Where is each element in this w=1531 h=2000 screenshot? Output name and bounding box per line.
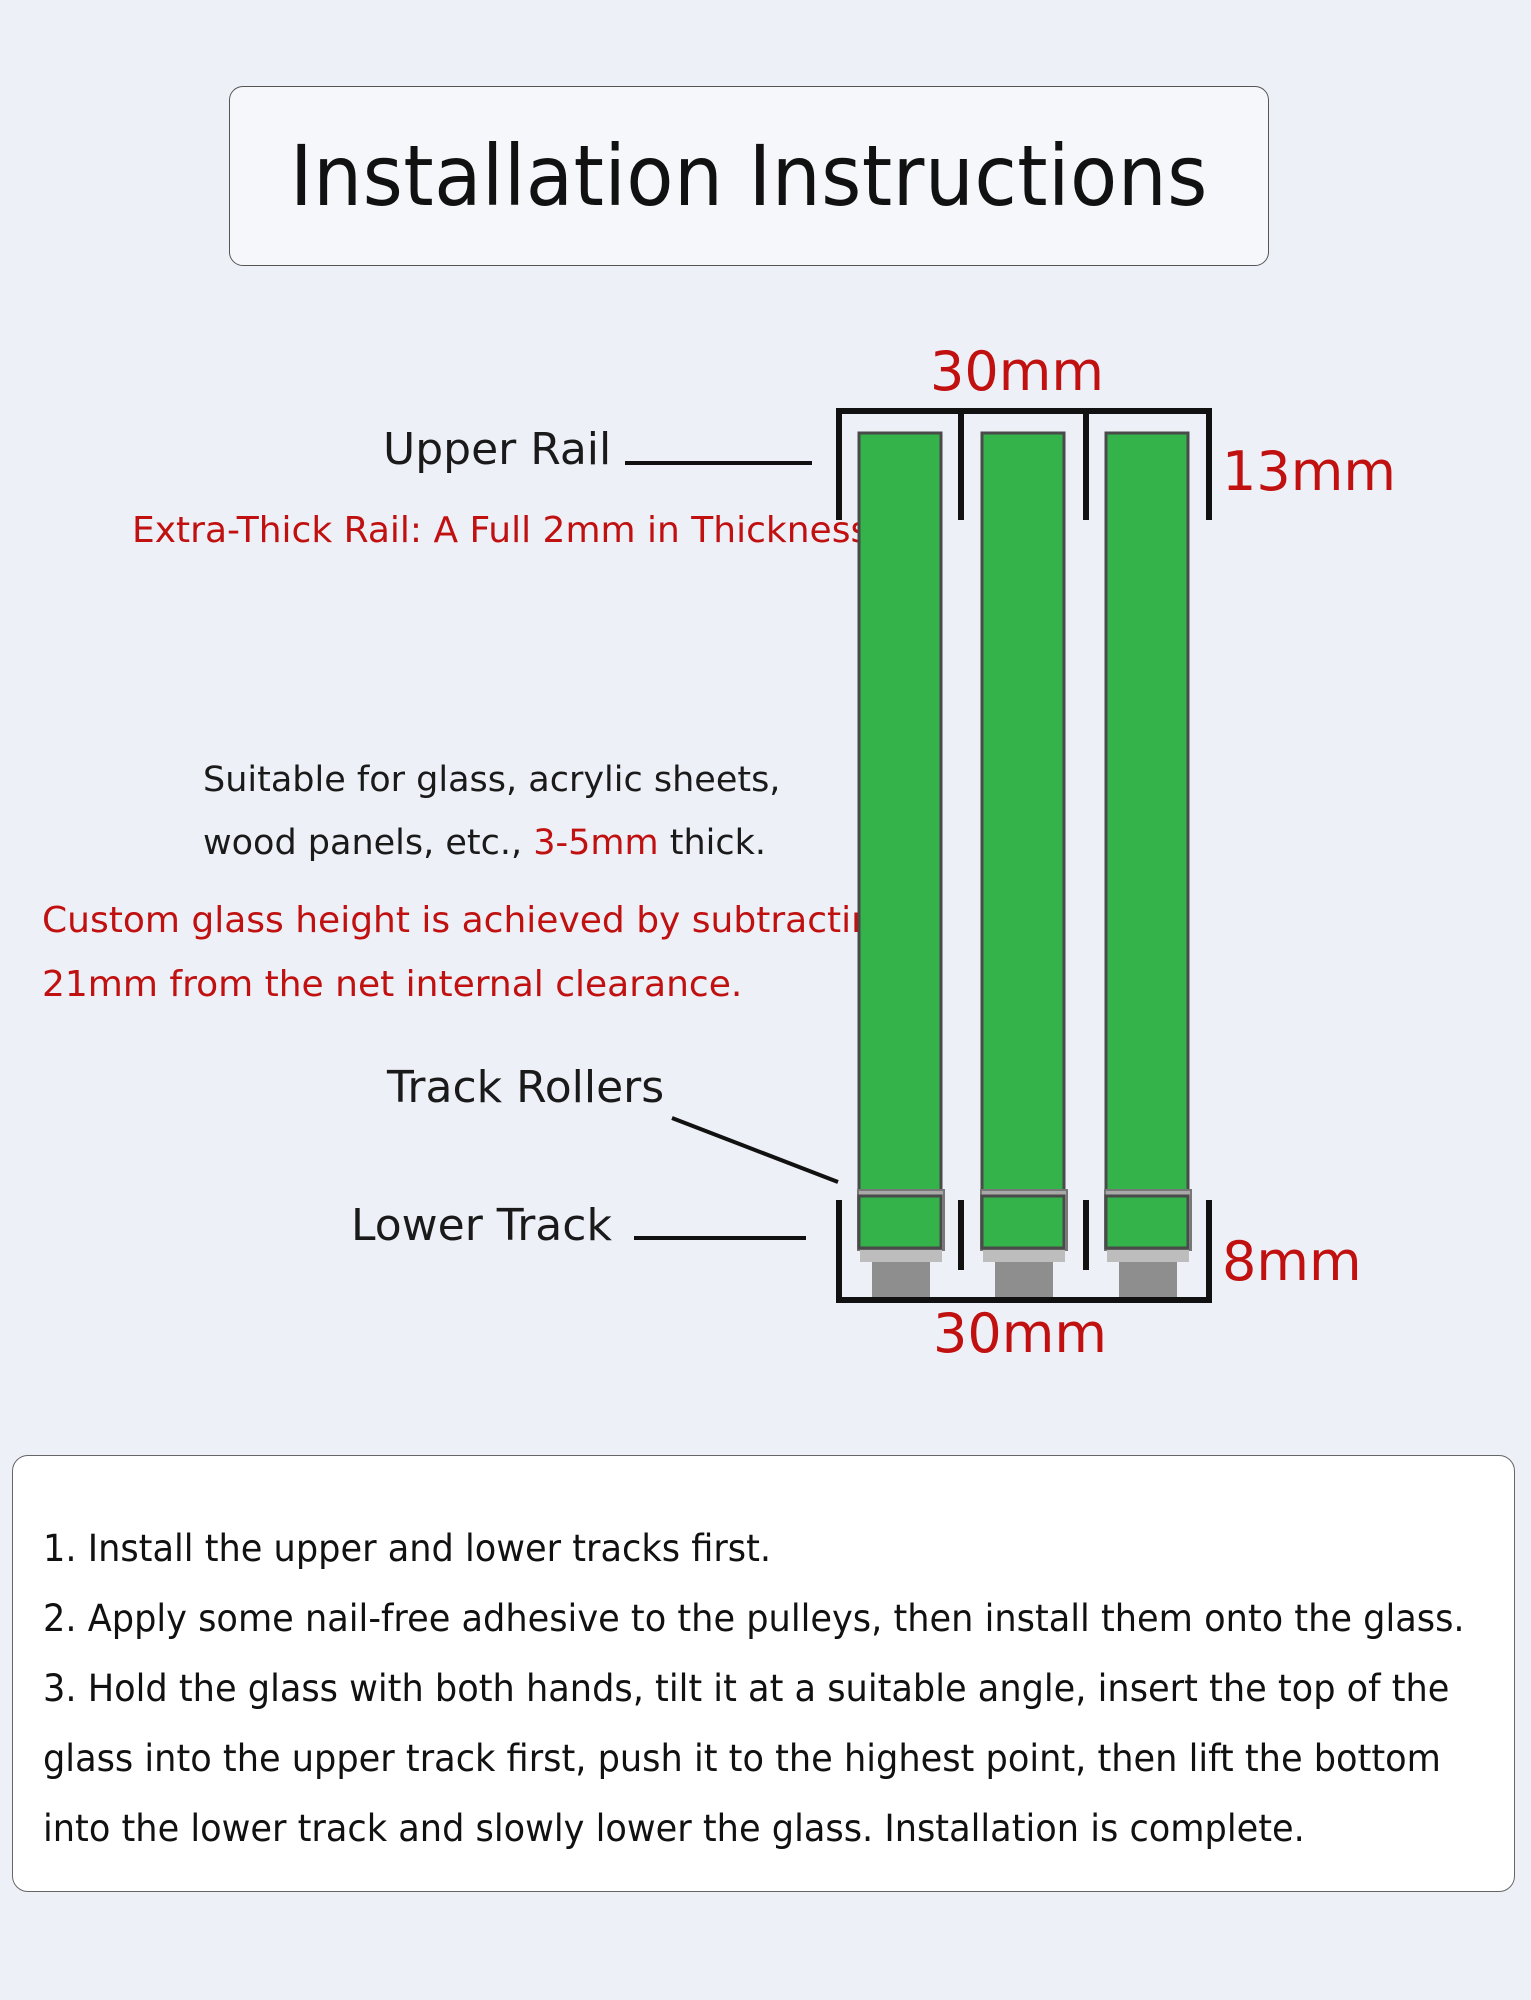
extra-thick-note: Extra-Thick Rail: A Full 2mm in Thicknes… [132, 510, 870, 551]
track-rollers-label: Track Rollers [387, 1062, 665, 1113]
instructions-box: 1. Install the upper and lower tracks fi… [12, 1455, 1515, 1892]
glass-panel-3 [1104, 431, 1190, 1251]
thickness-range: 3-5mm [533, 823, 659, 863]
page-title: Installation Instructions [290, 127, 1208, 225]
custom-height-line-2: 21mm from the net internal clearance. [42, 964, 743, 1005]
lower-track-label: Lower Track [351, 1200, 612, 1251]
suitable-line-2: wood panels, etc., 3-5mm thick. [203, 823, 766, 863]
step-3: 3. Hold the glass with both hands, tilt … [43, 1667, 1450, 1710]
glass-panel-2 [980, 431, 1066, 1251]
step-2: 2. Apply some nail-free adhesive to the … [43, 1597, 1465, 1640]
title-box: Installation Instructions [229, 86, 1269, 266]
track-diagram [625, 408, 1212, 1303]
step-3-cont-1: glass into the upper track first, push i… [43, 1737, 1441, 1780]
track-rollers-leader [671, 1116, 839, 1184]
glass-panel-1 [857, 431, 943, 1251]
suitable-text-a: wood panels, etc., [203, 823, 534, 863]
lower-height-dimension: 8mm [1222, 1230, 1362, 1293]
upper-height-dimension: 13mm [1222, 440, 1396, 503]
suitable-line-1: Suitable for glass, acrylic sheets, [203, 760, 781, 800]
custom-height-line-1: Custom glass height is achieved by subtr… [42, 900, 897, 941]
step-1: 1. Install the upper and lower tracks fi… [43, 1527, 772, 1570]
upper-rail-label: Upper Rail [383, 424, 612, 475]
lower-track [836, 1200, 1212, 1303]
suitable-text-c: thick. [658, 823, 767, 863]
bottom-width-dimension: 30mm [933, 1302, 1107, 1365]
top-width-dimension: 30mm [930, 340, 1104, 403]
step-3-cont-2: into the lower track and slowly lower th… [43, 1807, 1305, 1850]
upper-rail [836, 408, 1212, 520]
